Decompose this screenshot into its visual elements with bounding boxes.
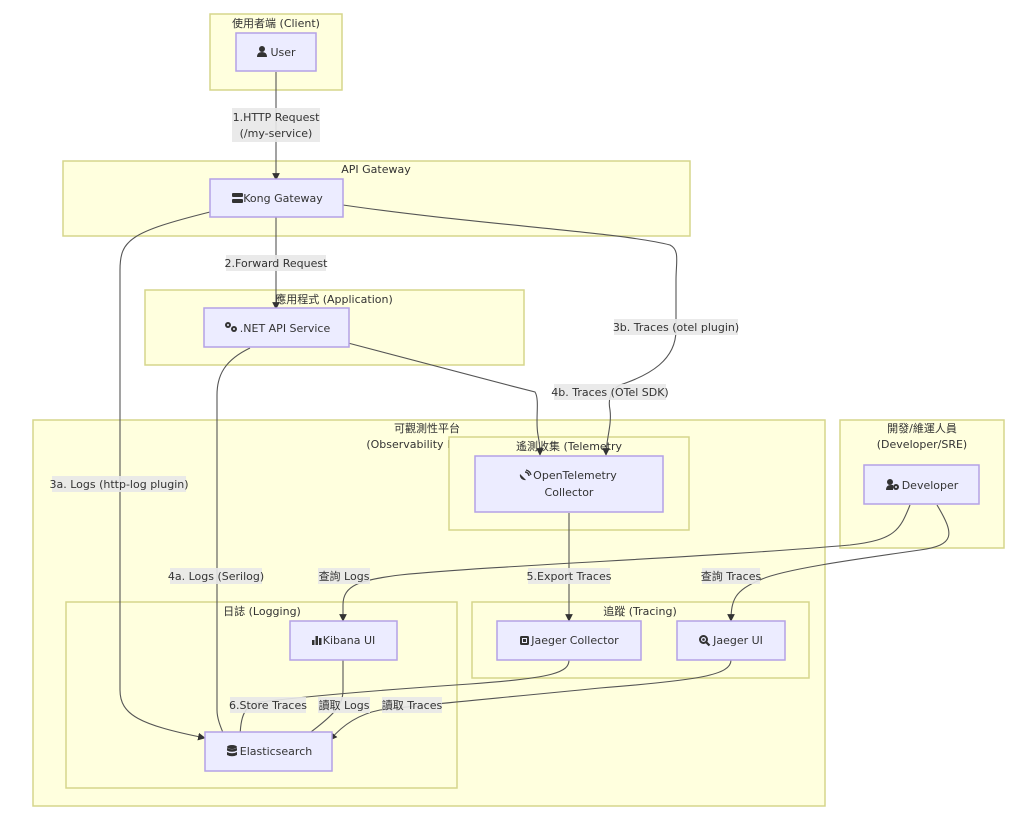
node-kong-gateway[interactable]: Kong Gateway xyxy=(209,178,344,218)
svg-text:讀取 Traces: 讀取 Traces xyxy=(382,698,443,712)
cluster-logging-title: 日誌 (Logging) xyxy=(223,604,301,618)
edge-label-query-traces: 查詢 Traces xyxy=(701,568,762,584)
edge-label-1: 1.HTTP Request (/my-service) xyxy=(232,108,320,142)
edge-label-read-logs: 讀取 Logs xyxy=(318,697,370,713)
user-icon xyxy=(257,46,267,57)
svg-text:6.Store Traces: 6.Store Traces xyxy=(229,699,307,712)
node-developer-label: Developer xyxy=(902,479,959,492)
cluster-application-title: 應用程式 (Application) xyxy=(275,292,393,306)
node-opentelemetry-collector[interactable]: OpenTelemetry Collector xyxy=(474,455,664,513)
svg-text:(/my-service): (/my-service) xyxy=(240,127,313,140)
cluster-developer-sre-title-line1: 開發/維運人員 xyxy=(887,421,957,435)
node-developer[interactable]: Developer xyxy=(863,464,980,505)
edge-label-query-logs: 查詢 Logs xyxy=(318,568,370,584)
edge-label-3a: 3a. Logs (http-log plugin) xyxy=(49,476,189,492)
database-icon xyxy=(227,745,237,757)
node-kibana-ui-label: Kibana UI xyxy=(323,634,376,647)
node-dotnet-api-service[interactable]: .NET API Service xyxy=(203,307,350,348)
cluster-api-gateway: API Gateway xyxy=(62,160,691,237)
node-kong-gateway-label: Kong Gateway xyxy=(243,192,323,205)
search-plus-icon xyxy=(699,635,711,647)
chart-bar-icon xyxy=(312,636,322,645)
edge-label-6: 6.Store Traces xyxy=(229,697,307,713)
svg-text:5.Export Traces: 5.Export Traces xyxy=(527,570,612,583)
node-jaeger-ui-label: Jaeger UI xyxy=(712,634,763,647)
svg-text:查詢 Traces: 查詢 Traces xyxy=(701,569,762,583)
cluster-tracing-title: 追蹤 (Tracing) xyxy=(603,604,677,618)
node-elasticsearch[interactable]: Elasticsearch xyxy=(204,731,333,772)
cluster-api-gateway-title: API Gateway xyxy=(341,163,411,176)
edge-jaeger-ui-to-elasticsearch xyxy=(329,659,732,741)
edge-label-read-traces: 讀取 Traces xyxy=(382,697,443,713)
node-user[interactable]: User xyxy=(235,32,317,72)
node-user-label: User xyxy=(270,46,296,59)
node-jaeger-collector-label: Jaeger Collector xyxy=(530,634,619,647)
node-otel-label-line1: OpenTelemetry xyxy=(533,469,617,482)
node-dotnet-api-service-label: .NET API Service xyxy=(240,322,331,335)
svg-text:1.HTTP Request: 1.HTTP Request xyxy=(233,111,321,124)
user-cog-icon xyxy=(886,479,899,490)
cluster-developer-sre-title-line2: (Developer/SRE) xyxy=(877,438,967,451)
cluster-observability-title-line1: 可觀測性平台 xyxy=(394,421,460,435)
edge-label-4b: 4b. Traces (OTel SDK) xyxy=(551,384,669,400)
svg-text:2.Forward Request: 2.Forward Request xyxy=(225,257,329,270)
edge-kong-to-elasticsearch xyxy=(119,211,211,741)
cluster-client-title: 使用者端 (Client) xyxy=(232,17,320,30)
satellite-dish-icon xyxy=(519,469,532,481)
node-otel-label-line2: Collector xyxy=(545,486,594,499)
node-jaeger-ui[interactable]: Jaeger UI xyxy=(676,620,786,661)
edge-label-3b: 3b. Traces (otel plugin) xyxy=(613,319,739,335)
edge-developer-to-jaeger-ui xyxy=(727,504,950,622)
svg-text:查詢 Logs: 查詢 Logs xyxy=(319,569,370,583)
edge-dotnet-to-elasticsearch xyxy=(216,347,251,741)
edge-label-5: 5.Export Traces xyxy=(527,568,612,584)
node-elasticsearch-label: Elasticsearch xyxy=(240,745,312,758)
edge-dotnet-to-otel xyxy=(347,342,544,456)
svg-text:4b. Traces (OTel SDK): 4b. Traces (OTel SDK) xyxy=(551,386,668,399)
edge-label-4a: 4a. Logs (Serilog) xyxy=(168,568,264,584)
cogs-icon xyxy=(225,322,237,332)
cluster-observability-title-line2: (Observability P xyxy=(366,438,454,451)
microchip-icon xyxy=(520,636,529,645)
svg-text:3a. Logs (http-log plugin): 3a. Logs (http-log plugin) xyxy=(49,478,188,491)
svg-text:4a. Logs (Serilog): 4a. Logs (Serilog) xyxy=(168,570,264,583)
svg-text:3b. Traces (otel plugin): 3b. Traces (otel plugin) xyxy=(613,321,739,334)
node-kibana-ui[interactable]: Kibana UI xyxy=(289,620,398,661)
svg-text:讀取 Logs: 讀取 Logs xyxy=(319,698,370,712)
edge-label-2: 2.Forward Request xyxy=(225,255,329,271)
node-jaeger-collector[interactable]: Jaeger Collector xyxy=(496,620,642,661)
server-icon xyxy=(232,193,243,203)
